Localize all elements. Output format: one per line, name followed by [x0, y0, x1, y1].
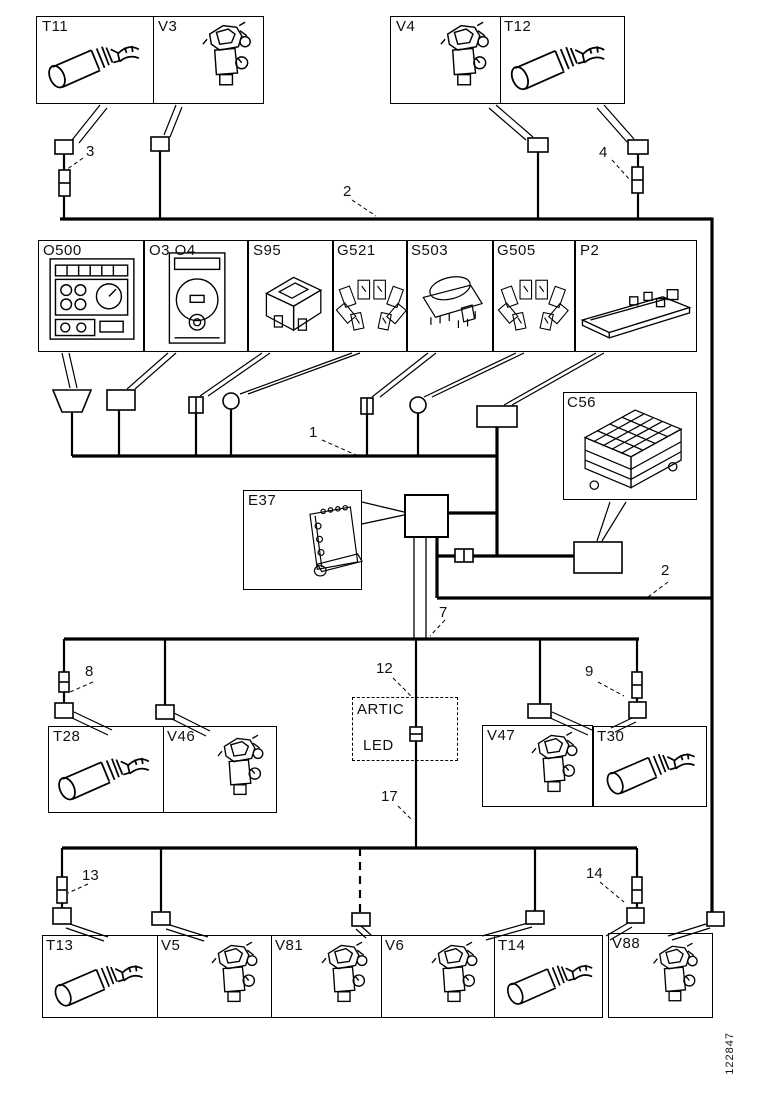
label-v4: V4	[396, 18, 416, 35]
component-box-e37	[243, 490, 362, 590]
label-artic: ARTIC	[357, 701, 405, 718]
wire-label-9: 9	[585, 663, 594, 680]
inline-connector-13	[56, 876, 68, 904]
label-p2: P2	[580, 242, 600, 259]
inline-connector-14	[631, 876, 643, 904]
component-box-o500	[38, 240, 144, 352]
label-v81: V81	[275, 937, 304, 954]
connector-s95	[188, 396, 204, 414]
label-v3: V3	[158, 18, 178, 35]
connector-v47	[527, 703, 552, 719]
component-box-s503	[407, 240, 493, 352]
box-divider	[381, 936, 382, 1017]
connector-s503	[360, 397, 374, 415]
inline-connector-led	[409, 726, 423, 742]
connector-v88	[706, 911, 725, 927]
inline-connector-4	[631, 166, 644, 194]
connector-c56-box	[573, 541, 623, 574]
label-g505: G505	[497, 242, 536, 259]
connector-o3o4	[106, 389, 136, 411]
label-v46: V46	[167, 728, 196, 745]
label-s95: S95	[253, 242, 282, 259]
wire-label-3: 3	[86, 143, 95, 160]
figure-number: 122847	[724, 1032, 736, 1075]
component-box-v4-t12	[390, 16, 625, 104]
wire-label-13: 13	[82, 867, 99, 884]
connector-v5	[151, 911, 171, 926]
label-t12: T12	[504, 18, 532, 35]
label-v5: V5	[161, 937, 181, 954]
connector-v4	[527, 137, 549, 153]
connector-t30	[628, 701, 647, 719]
connector-o500-trapezoid	[51, 389, 93, 413]
label-g521: G521	[337, 242, 376, 259]
box-divider	[163, 727, 164, 812]
label-e37: E37	[248, 492, 277, 509]
inline-connector-8	[58, 671, 70, 693]
wire-label-7: 7	[439, 604, 448, 621]
component-box-bottom-row	[42, 935, 603, 1018]
wire-label-12: 12	[376, 660, 393, 677]
box-divider	[271, 936, 272, 1017]
connector-v81	[351, 912, 371, 927]
connector-v3	[150, 136, 170, 152]
label-t30: T30	[597, 728, 625, 745]
component-box-g521	[333, 240, 407, 352]
connector-symbols	[51, 136, 725, 927]
connector-v46	[155, 704, 175, 720]
box-divider	[157, 936, 158, 1017]
label-v47: V47	[487, 727, 516, 744]
label-t11: T11	[42, 18, 69, 35]
connector-t12	[627, 139, 649, 155]
wire-label-8: 8	[85, 663, 94, 680]
component-box-v88	[608, 933, 713, 1018]
label-s503: S503	[411, 242, 449, 259]
label-pointer-lines	[65, 157, 669, 903]
component-box-g505	[493, 240, 575, 352]
connector-t28	[54, 702, 74, 719]
box-divider	[494, 936, 495, 1017]
label-v6: V6	[385, 937, 405, 954]
wire-label-2-top: 2	[343, 183, 352, 200]
label-o3o4: O3 O4	[149, 242, 196, 259]
connector-t11	[54, 139, 74, 155]
connector-t14	[626, 907, 645, 924]
component-box-t30	[593, 726, 707, 807]
inline-connector-9	[631, 671, 643, 699]
component-box-o3o4	[144, 240, 248, 352]
label-c56: C56	[567, 394, 597, 411]
box-divider	[153, 17, 154, 103]
connector-v6	[525, 910, 545, 925]
component-box-p2	[575, 240, 697, 352]
artic-led-dashed-box	[352, 697, 458, 761]
wire-label-2-right: 2	[661, 562, 670, 579]
wire-label-17: 17	[381, 788, 398, 805]
connector-g505	[409, 396, 427, 414]
label-led: LED	[363, 737, 394, 754]
connector-p2	[476, 405, 518, 428]
connector-t13	[52, 907, 72, 925]
label-v88: V88	[612, 935, 641, 952]
label-t28: T28	[53, 728, 81, 745]
label-t14: T14	[498, 937, 526, 954]
connector-g521	[222, 392, 240, 410]
wire-label-1: 1	[309, 424, 318, 441]
component-box-v47	[482, 725, 593, 807]
label-t13: T13	[46, 937, 74, 954]
central-junction-box	[404, 494, 449, 538]
component-box-s95	[248, 240, 333, 352]
box-divider	[500, 17, 501, 103]
leader-lines	[61, 104, 711, 942]
inline-connector-mid	[454, 548, 474, 563]
component-box-t28-v46	[48, 726, 277, 813]
inline-connector-3	[58, 169, 71, 197]
wire-label-4: 4	[599, 144, 608, 161]
component-illustrations	[45, 21, 698, 1010]
component-box-t11-v3	[36, 16, 264, 104]
label-o500: O500	[43, 242, 82, 259]
wire-label-14: 14	[586, 865, 603, 882]
component-box-c56	[563, 392, 697, 500]
